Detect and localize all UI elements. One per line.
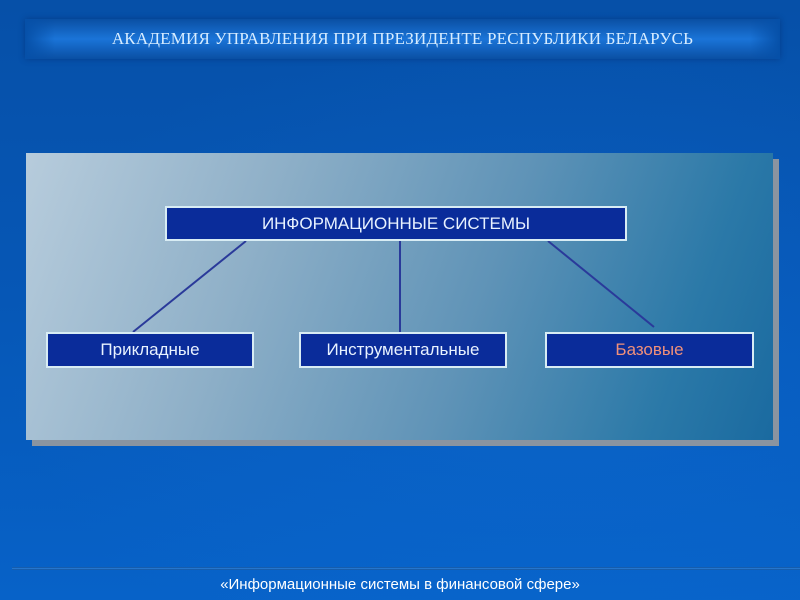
node-instrumental: Инструментальные bbox=[299, 332, 507, 368]
node-applied: Прикладные bbox=[46, 332, 254, 368]
diagram-panel bbox=[26, 153, 773, 440]
footer-divider bbox=[12, 567, 800, 570]
node-base: Базовые bbox=[545, 332, 754, 368]
node-information-systems: ИНФОРМАЦИОННЫЕ СИСТЕМЫ bbox=[165, 206, 627, 241]
footer-caption: «Информационные системы в финансовой сфе… bbox=[220, 576, 580, 593]
header-band: АКАДЕМИЯ УПРАВЛЕНИЯ ПРИ ПРЕЗИДЕНТЕ РЕСПУ… bbox=[25, 19, 780, 59]
header-title: АКАДЕМИЯ УПРАВЛЕНИЯ ПРИ ПРЕЗИДЕНТЕ РЕСПУ… bbox=[111, 29, 694, 48]
